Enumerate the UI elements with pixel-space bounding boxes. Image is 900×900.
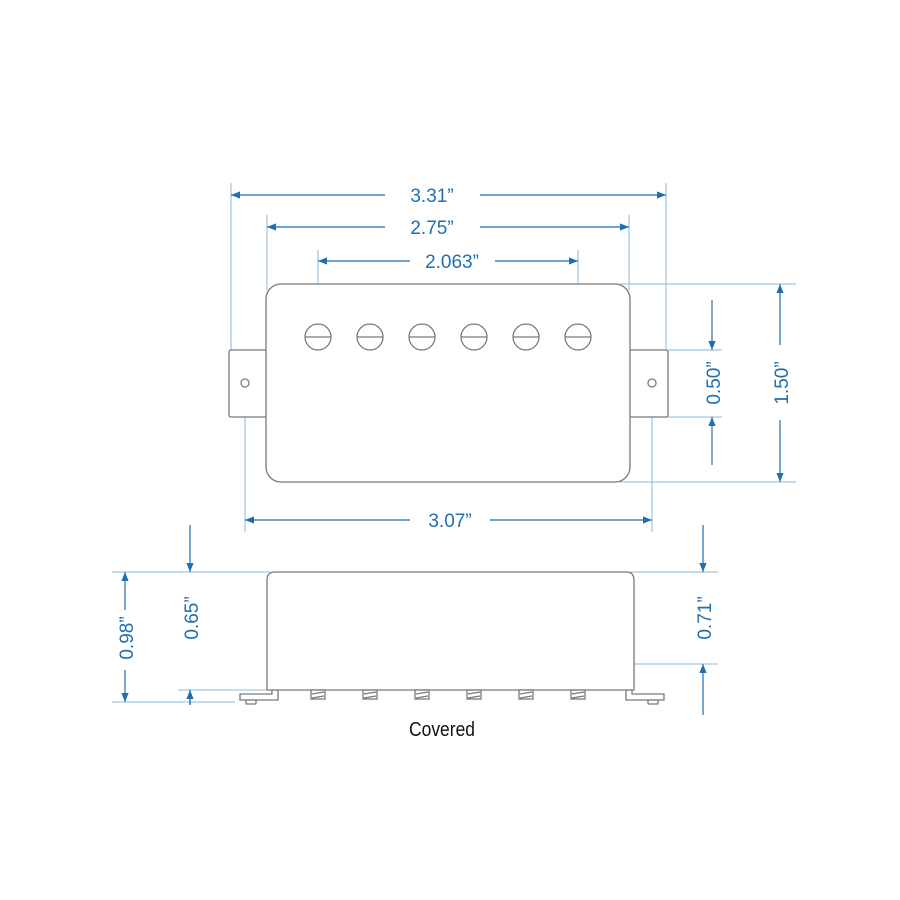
left-foot-screw — [245, 699, 257, 705]
pickup-outline — [228, 283, 669, 483]
dim-label: 0.98” — [117, 616, 138, 659]
screw-thread — [519, 691, 533, 699]
right-foot-screw — [647, 699, 659, 705]
pickup-cover — [265, 283, 631, 483]
dim-total-height: 0.98” — [117, 572, 138, 702]
dim-label: 1.50” — [772, 361, 793, 404]
dim-label: 3.07” — [428, 511, 471, 532]
caption: Covered — [409, 719, 475, 741]
mounting-hole — [240, 378, 250, 388]
screw-thread — [571, 691, 585, 699]
adjustment-screws — [310, 689, 586, 700]
dim-height-to-screws: 0.71” — [695, 525, 716, 715]
dim-label: 2.063” — [425, 252, 479, 273]
adjustment-screw — [310, 689, 326, 700]
adjustment-screw — [570, 689, 586, 700]
screw-thread — [311, 691, 325, 699]
screw-thread — [467, 691, 481, 699]
mounting-hole — [647, 378, 657, 388]
dim-label: 0.50” — [704, 361, 725, 404]
adjustment-screw — [466, 689, 482, 700]
left-leg — [239, 689, 279, 701]
right-leg — [625, 689, 665, 701]
adjustment-screw — [362, 689, 378, 700]
dim-label: 0.65” — [182, 596, 203, 639]
dim-label: 0.71” — [695, 596, 716, 639]
dim-cover-height: 0.65” — [182, 525, 203, 705]
pickup-side-outline — [239, 571, 665, 705]
cover-side — [266, 571, 635, 691]
dim-tab-width: 0.50” — [704, 300, 725, 465]
side-view: 0.98” 0.65” 0.71” — [112, 525, 718, 715]
dim-cover-depth: 1.50” — [772, 284, 793, 482]
dim-label: 2.75” — [410, 218, 453, 239]
dim-cover-width: 2.75” — [267, 218, 629, 239]
dim-pole-spacing: 2.063” — [318, 252, 578, 273]
dim-label: 3.31” — [410, 186, 453, 207]
screw-thread — [415, 691, 429, 699]
dim-mount-hole-spacing: 3.07” — [245, 511, 652, 532]
top-view: 3.31” 2.75” 2.063” 3.07” 0.50” 1.50” — [228, 183, 796, 532]
dim-overall-width: 3.31” — [231, 186, 666, 207]
screw-thread — [363, 691, 377, 699]
adjustment-screw — [414, 689, 430, 700]
adjustment-screw — [518, 689, 534, 700]
pole-pieces — [304, 323, 592, 351]
